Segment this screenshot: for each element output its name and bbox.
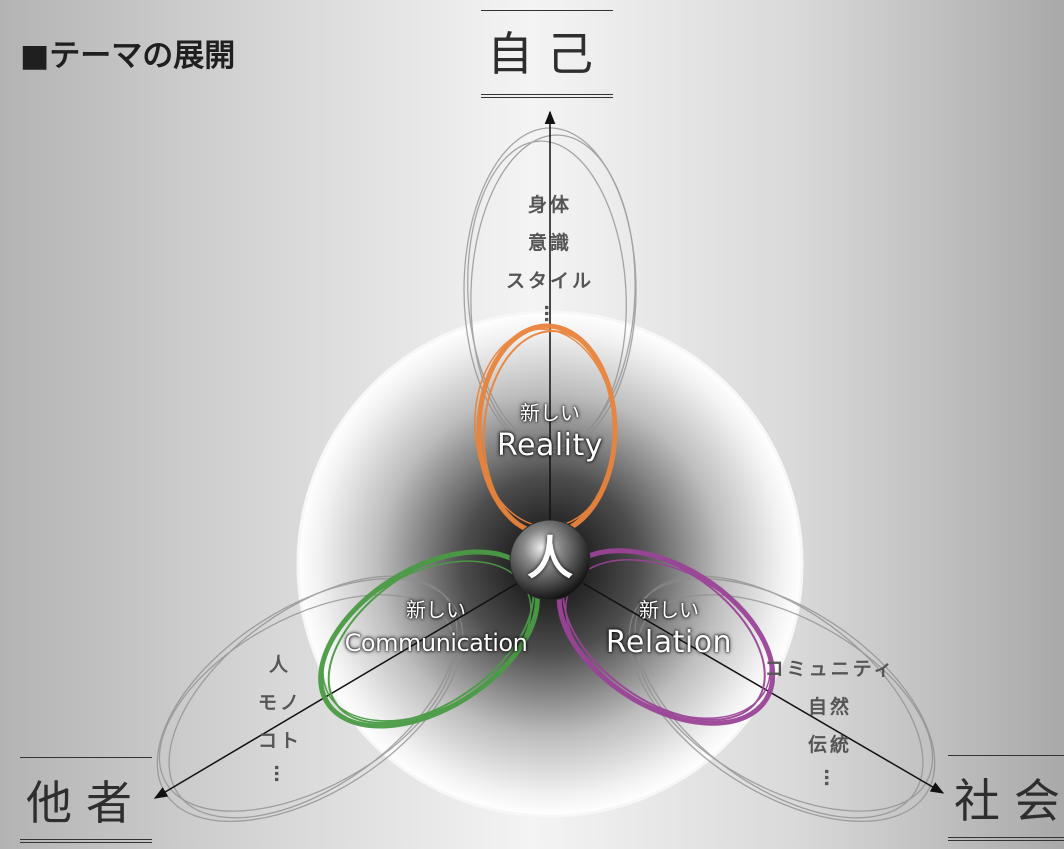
list-item: 人 bbox=[268, 654, 291, 676]
list-item: 伝統 bbox=[807, 734, 852, 756]
list-item: 意識 bbox=[527, 232, 572, 254]
center-orb bbox=[509, 519, 591, 601]
ellipsis-mark: … bbox=[270, 764, 291, 786]
axis-label-others: 他者 bbox=[20, 757, 152, 843]
list-item: スタイル bbox=[505, 270, 594, 292]
list-item: モノ bbox=[257, 692, 302, 714]
others-item-list: 人 モノ コト … bbox=[220, 646, 340, 790]
list-item: 自然 bbox=[807, 696, 852, 718]
axis-label-self: 自己 bbox=[481, 10, 613, 98]
ellipsis-mark: … bbox=[820, 768, 841, 790]
petal-label-reality: 新しい Reality bbox=[496, 401, 604, 463]
list-item: 身体 bbox=[527, 194, 572, 216]
list-item: コミュニティ bbox=[764, 658, 896, 680]
petal-label-communication: 新しい Communication bbox=[344, 598, 528, 657]
list-item: コト bbox=[257, 730, 302, 752]
society-item-list: コミュニティ 自然 伝統 … bbox=[760, 650, 900, 794]
center-label-person: 人 bbox=[527, 531, 573, 585]
axis-others-arrow bbox=[153, 563, 551, 799]
axis-society-arrow bbox=[549, 563, 945, 794]
axis-label-society: 社会 bbox=[948, 755, 1064, 841]
page-title: ■テーマの展開 bbox=[20, 38, 236, 74]
self-item-list: 身体 意識 スタイル … bbox=[490, 186, 610, 330]
petal-label-relation: 新しい Relation bbox=[605, 598, 733, 660]
outer-loop-society bbox=[628, 575, 936, 823]
ellipsis-mark: … bbox=[540, 304, 561, 326]
